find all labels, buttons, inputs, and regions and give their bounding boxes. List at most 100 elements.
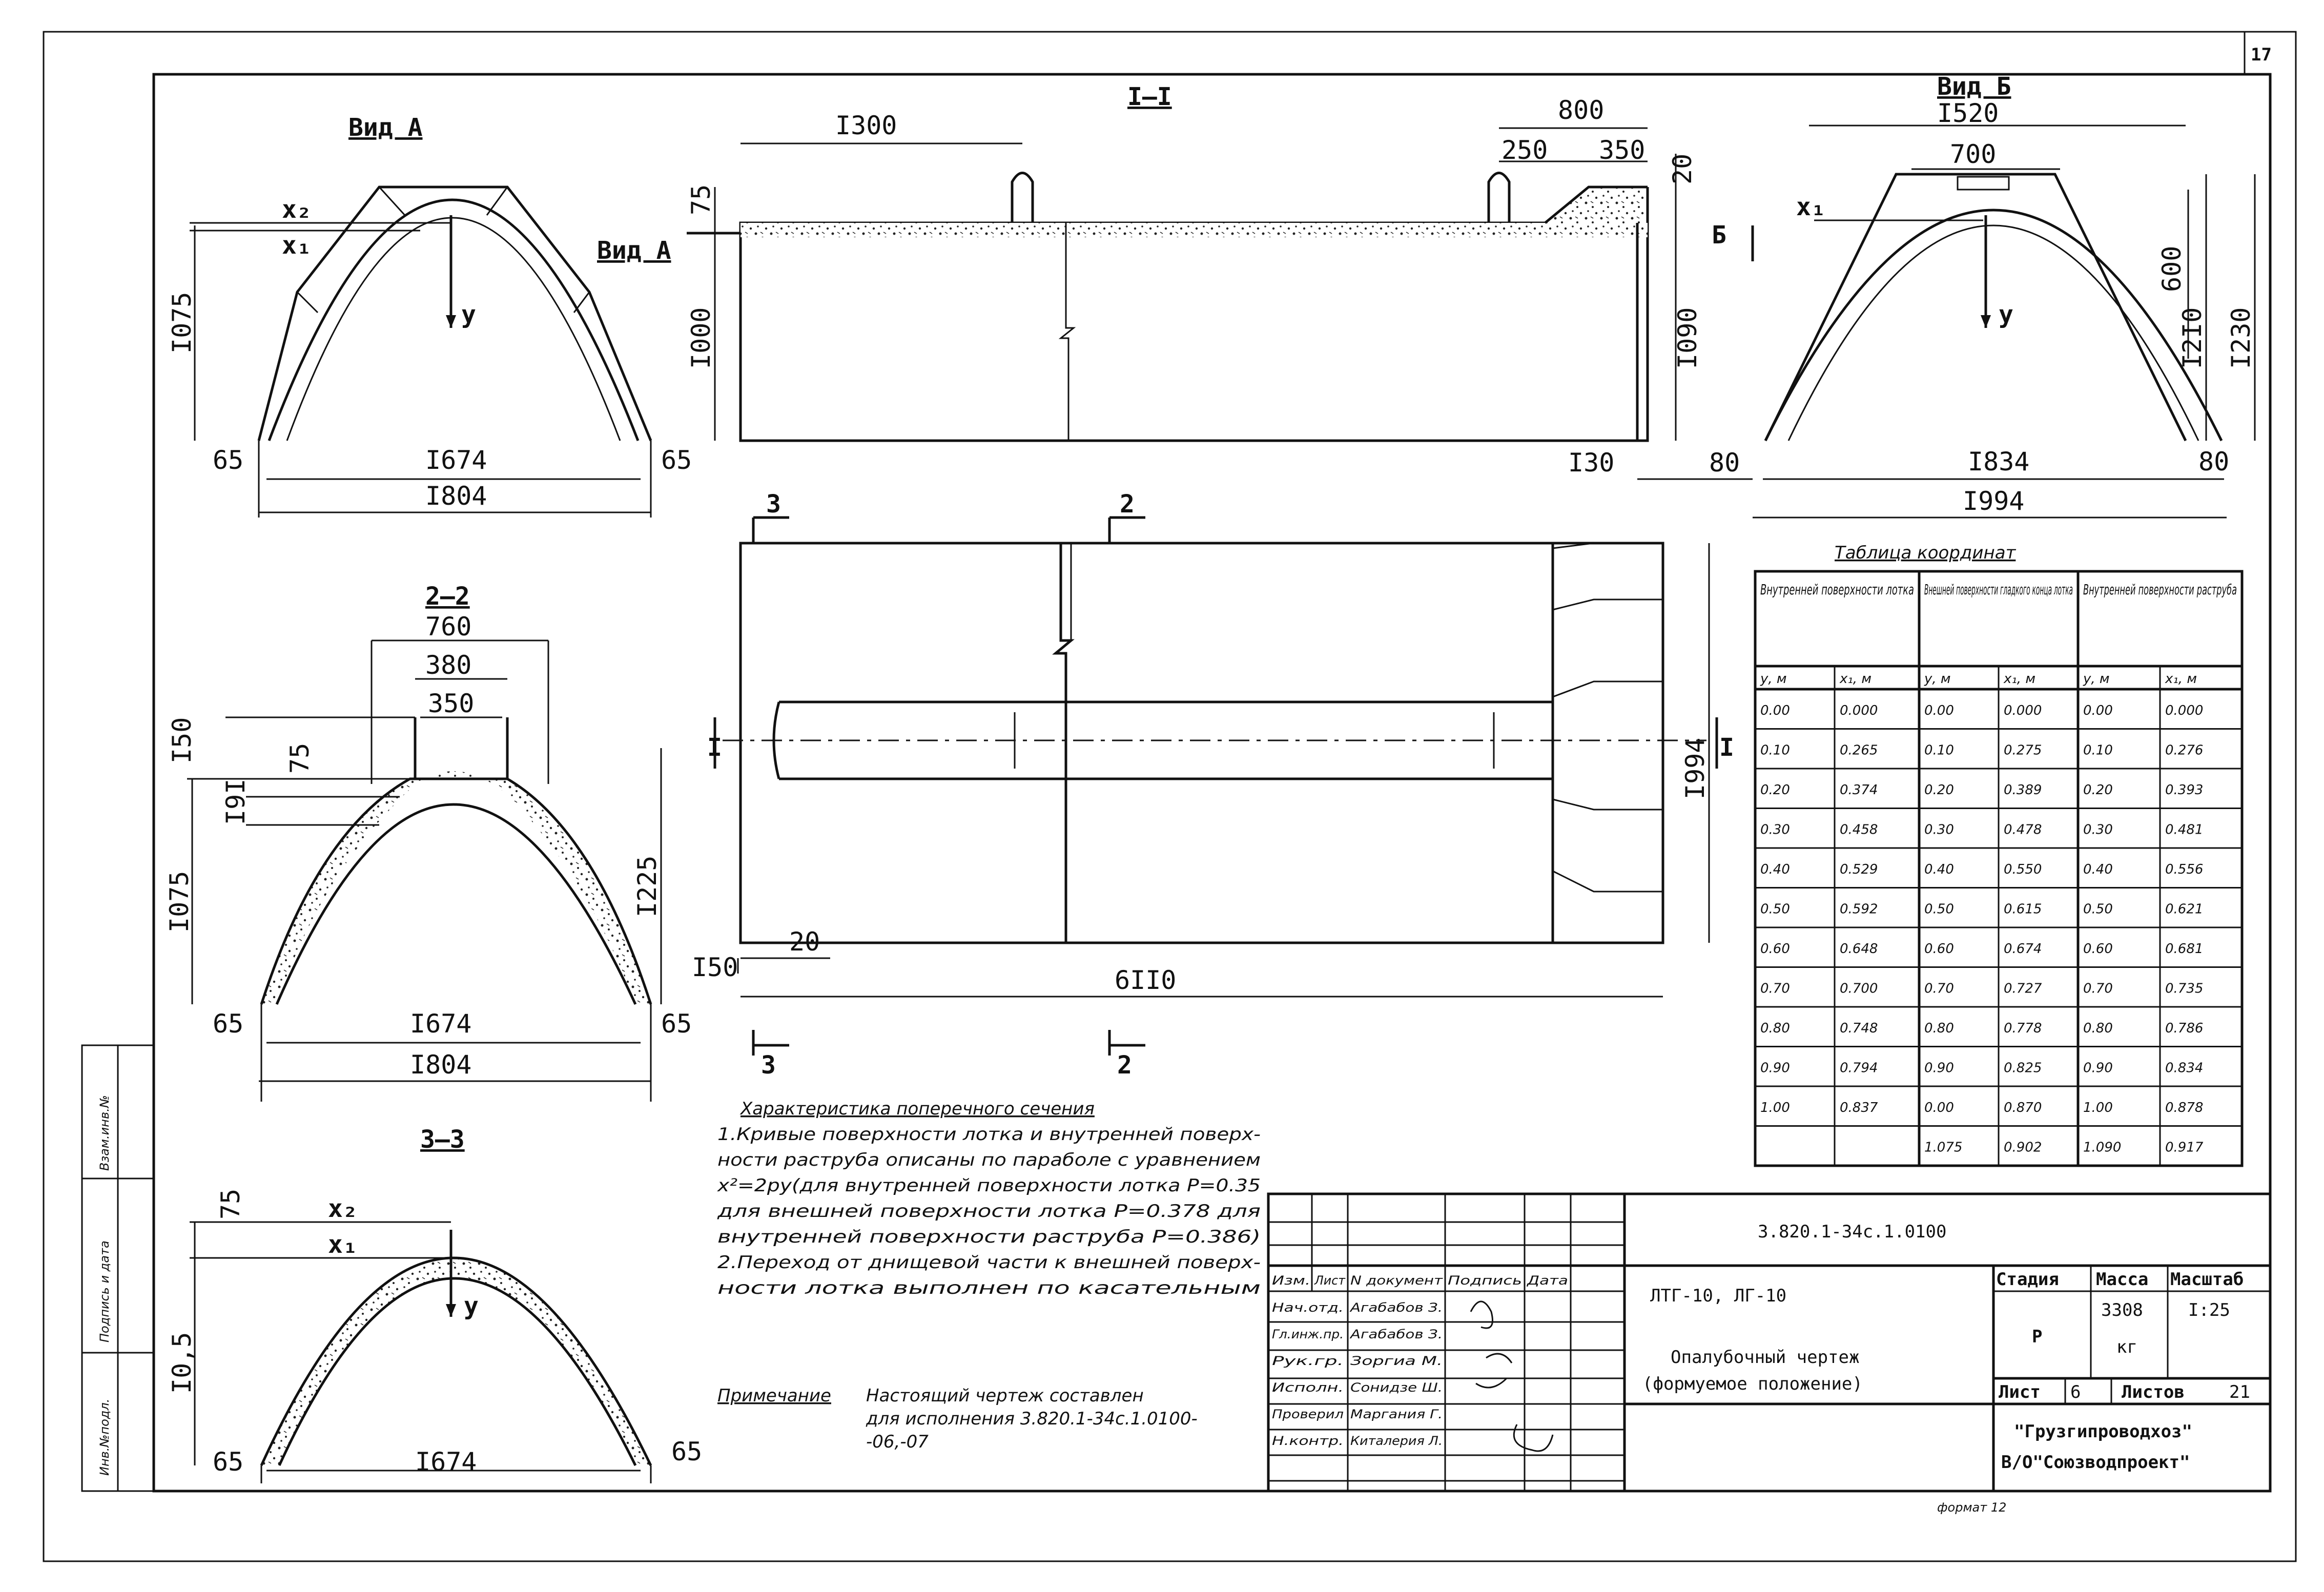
section-3-axis-x2: x₂ bbox=[328, 1194, 358, 1223]
coord-cell: 0.10 bbox=[1760, 743, 1790, 758]
plan-dim-20: 20 bbox=[789, 927, 820, 957]
section-1-1: I–I I300 800 250 350 75 I000 20 I090 I30… bbox=[597, 82, 1754, 480]
section-1-dim-130: I30 bbox=[1568, 448, 1614, 478]
coord-cell: 0.917 bbox=[2165, 1140, 2204, 1155]
plan-dim-length: 6II0 bbox=[1115, 965, 1176, 995]
coord-cell: 0.393 bbox=[2165, 782, 2203, 798]
tb-staff-role: Рук.гр. bbox=[1272, 1354, 1344, 1368]
section-2-dim-760: 760 bbox=[425, 612, 471, 642]
tb-staff-role: Гл.инж.пр. bbox=[1272, 1327, 1344, 1341]
coord-group-2: Внешней поверхности гладкого конца лотка bbox=[1924, 581, 2073, 598]
coord-col-header: у, м bbox=[1760, 671, 1787, 687]
coord-col-header: x₁, м bbox=[2165, 671, 2197, 687]
tb-mass-label: Масса bbox=[2096, 1269, 2148, 1290]
coord-cell: 0.70 bbox=[1924, 981, 1954, 997]
tb-staff-name: Агабабов З. bbox=[1349, 1327, 1443, 1341]
coord-cell: 0.621 bbox=[2165, 902, 2203, 917]
view-a-dim-right: 65 bbox=[661, 445, 692, 475]
coord-cell: 0.794 bbox=[1840, 1061, 1878, 1076]
coord-cell: 0.374 bbox=[1840, 782, 1878, 798]
tb-code: 3.820.1-34с.1.0100 bbox=[1758, 1222, 1946, 1242]
coord-cell: 1.00 bbox=[1760, 1100, 1790, 1115]
view-a-dim-h: I075 bbox=[167, 292, 197, 354]
note-line: 1.Кривые поверхности лотка и внутренней … bbox=[717, 1124, 1261, 1145]
section-1-dim-20: 20 bbox=[1668, 154, 1697, 184]
coord-cell: 0.735 bbox=[2165, 981, 2203, 997]
tb-name-1: Опалубочный чертеж bbox=[1671, 1347, 1859, 1368]
tb-staff-role: Проверил bbox=[1272, 1407, 1344, 1421]
view-a-inner-curve bbox=[268, 198, 640, 441]
coord-cell: 0.592 bbox=[1840, 902, 1878, 917]
coord-col-header: x₁, м bbox=[2003, 671, 2035, 687]
tb-stage: Р bbox=[2032, 1327, 2042, 1347]
coord-cell: 1.090 bbox=[2083, 1140, 2121, 1155]
tb-mass-unit: кг bbox=[2116, 1337, 2137, 1357]
plan-mark-3-top: 3 bbox=[766, 490, 781, 519]
section-2-dim-1075: I075 bbox=[164, 871, 194, 933]
coord-cell: 0.50 bbox=[2083, 902, 2113, 917]
view-b-title: Вид Б bbox=[1937, 72, 2011, 101]
coord-cell: 0.834 bbox=[2165, 1061, 2203, 1076]
section-3-dim-75: 75 bbox=[216, 1189, 245, 1219]
tb-sheets: 21 bbox=[2229, 1382, 2250, 1402]
coord-cell: 0.648 bbox=[1840, 941, 1878, 957]
coord-cell: 0.550 bbox=[2004, 862, 2042, 877]
notes: Характеристика поперечного сечения 1.Кри… bbox=[717, 1099, 1261, 1452]
section-2-dim-left: 65 bbox=[213, 1009, 243, 1039]
coord-cell: 0.40 bbox=[2083, 862, 2113, 877]
section-1-dim-1090: I090 bbox=[1673, 307, 1702, 369]
coord-cell: 0.80 bbox=[1760, 1021, 1790, 1036]
tb-head-izm: Изм. bbox=[1272, 1273, 1310, 1288]
coord-cell: 1.075 bbox=[1924, 1140, 1962, 1155]
sheet-format: формат 12 bbox=[1937, 1500, 2006, 1515]
coord-cell: 0.00 bbox=[1760, 703, 1790, 718]
view-b-dim-top: I520 bbox=[1937, 98, 1999, 128]
note-line: ности раструба описаны по параболе с ура… bbox=[717, 1150, 1261, 1170]
tb-staff-role: Н.контр. bbox=[1272, 1434, 1344, 1448]
section-3-axis-x1: x₁ bbox=[328, 1230, 358, 1259]
coord-cell: 0.80 bbox=[1924, 1021, 1954, 1036]
view-b-dim-600: 600 bbox=[2157, 246, 2187, 292]
tb-staff-name: Сонидзе Ш. bbox=[1350, 1380, 1443, 1395]
view-a-dim-outer: I804 bbox=[425, 481, 487, 511]
view-b: Вид Б I520 700 y x₁ 600 I2I0 I230 I834 I… bbox=[1753, 72, 2256, 519]
coord-cell: 0.481 bbox=[2165, 822, 2203, 838]
view-b-dim-outer: I994 bbox=[1963, 486, 2024, 516]
tb-product: ЛТГ-10, ЛГ-10 bbox=[1650, 1286, 1786, 1306]
tb-staff-name: Маргания Г. bbox=[1350, 1407, 1443, 1421]
plan-mark-1-right: I bbox=[1719, 733, 1734, 762]
coord-cell: 0.60 bbox=[1760, 941, 1790, 957]
coord-cell: 0.275 bbox=[2004, 743, 2042, 758]
plan-mark-3-bottom: 3 bbox=[761, 1051, 776, 1080]
view-a: Вид А y x₂ x₁ I075 I674 I804 65 65 bbox=[167, 113, 692, 518]
plan-mark-2-top: 2 bbox=[1120, 490, 1135, 519]
coord-table-title: Таблица координат bbox=[1835, 543, 2017, 563]
tb-head-sign: Подпись bbox=[1448, 1273, 1522, 1288]
tb-org-2: В/О"Союзводпроект" bbox=[2001, 1452, 2190, 1473]
section-1-dim-1000: I000 bbox=[686, 307, 716, 369]
section-1-dim-75: 75 bbox=[686, 184, 716, 215]
tb-scale: I:25 bbox=[2188, 1300, 2230, 1320]
coord-cell: 0.700 bbox=[1840, 981, 1878, 997]
coord-group-1: Внутренней поверхности лотка bbox=[1760, 581, 1914, 598]
plan-dim-150: I50 bbox=[692, 953, 738, 982]
section-1-view-a-mark: Вид А bbox=[597, 236, 671, 265]
coord-cell: 0.60 bbox=[2083, 941, 2113, 957]
view-a-outer-curve bbox=[257, 185, 652, 441]
tb-org-1: "Грузгипроводхоз" bbox=[2014, 1421, 2192, 1442]
view-a-dim-inner: I674 bbox=[425, 445, 487, 475]
view-b-axis-x: x₁ bbox=[1796, 193, 1826, 221]
coord-cell: 0.529 bbox=[1840, 862, 1878, 877]
coord-cell: 0.00 bbox=[2083, 703, 2113, 718]
tb-head-date: Дата bbox=[1527, 1273, 1568, 1288]
coord-cell: 0.000 bbox=[2004, 703, 2042, 718]
plan-dim-1994: I994 bbox=[1680, 738, 1710, 799]
note-line: внутренней поверхности раструба P=0.386) bbox=[717, 1227, 1261, 1247]
coord-cell: 0.20 bbox=[1760, 782, 1790, 798]
coord-cell: 0.10 bbox=[2083, 743, 2113, 758]
coord-cell: 0.000 bbox=[1840, 703, 1878, 718]
tb-stage-label: Стадия bbox=[1996, 1269, 2059, 1290]
coord-cell: 0.902 bbox=[2004, 1140, 2042, 1155]
coord-cell: 0.837 bbox=[1840, 1100, 1878, 1115]
